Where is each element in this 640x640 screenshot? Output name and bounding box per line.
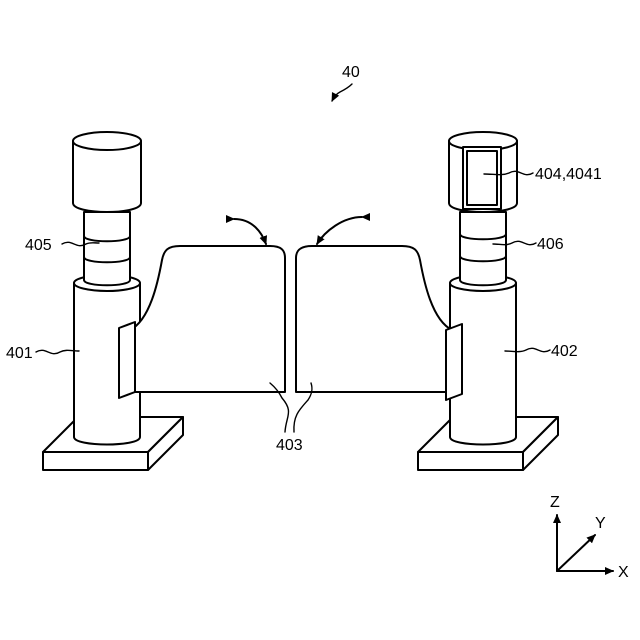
label-405: 405 (25, 237, 52, 254)
device-label: 40 (342, 64, 360, 81)
left-gate-flap (119, 246, 285, 398)
camera-window (463, 147, 501, 209)
y-axis-arrow (557, 535, 595, 571)
left-swing-arrow (234, 219, 266, 244)
right-indicator (460, 212, 506, 285)
leader-401 (36, 350, 79, 353)
coordinate-axes: Z Y X (550, 494, 629, 581)
left-top-cap (73, 132, 141, 212)
right-gate-flap (296, 246, 462, 400)
x-axis-label: X (618, 564, 629, 581)
z-axis-label: Z (550, 494, 560, 511)
label-406: 406 (537, 236, 564, 253)
label-403: 403 (276, 437, 303, 454)
right-swing-arrow (317, 217, 362, 244)
label-401: 401 (6, 345, 33, 362)
device-label-arrow (332, 84, 352, 101)
label-402: 402 (551, 343, 578, 360)
label-404-4041: 404,4041 (535, 166, 602, 183)
y-axis-label: Y (595, 515, 606, 532)
left-indicator (84, 212, 130, 285)
